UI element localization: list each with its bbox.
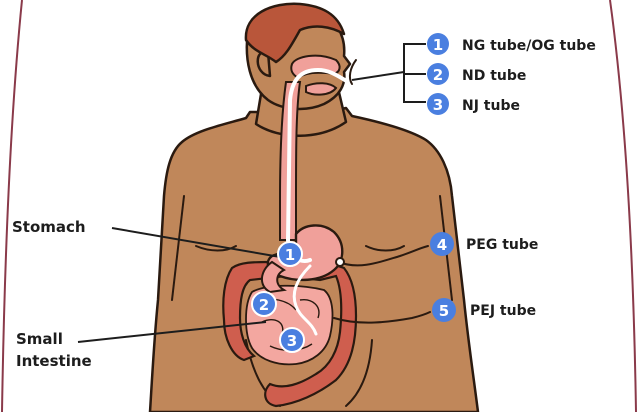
peg-port [336,258,344,266]
legend-label-nj: NJ tube [462,98,520,114]
marker-3-number: 3 [287,332,297,350]
marker-1: 1 [278,242,302,266]
mouth-cavity [306,83,336,94]
frame-border-right [610,0,636,412]
peg-label-text: PEG tube [466,237,538,253]
legend-label-nd: ND tube [462,68,526,84]
pej-number: 5 [439,302,449,320]
peg-number: 4 [437,236,447,254]
legend-number-1: 1 [433,36,443,54]
peg-tube-label: 4 PEG tube [430,232,538,256]
marker-3: 3 [280,328,304,352]
small-intestine-label-line2: Intestine [16,352,92,370]
legend-item-nd: 2 ND tube [427,63,526,85]
frame-border-left [2,0,22,412]
pej-label-text: PEJ tube [470,303,536,319]
legend-number-2: 2 [433,66,443,84]
small-intestine-label-line1: Small [16,330,63,348]
legend-label-ng-og: NG tube/OG tube [462,38,596,54]
legend-item-ng-og: 1 NG tube/OG tube [427,33,596,55]
pej-tube-label: 5 PEJ tube [432,298,536,322]
marker-2-number: 2 [259,296,269,314]
marker-2: 2 [252,292,276,316]
marker-1-number: 1 [285,246,295,264]
legend-number-3: 3 [433,96,443,114]
legend-item-nj: 3 NJ tube [427,93,520,115]
stomach-label: Stomach [12,218,86,236]
legend-bracket [352,44,426,102]
